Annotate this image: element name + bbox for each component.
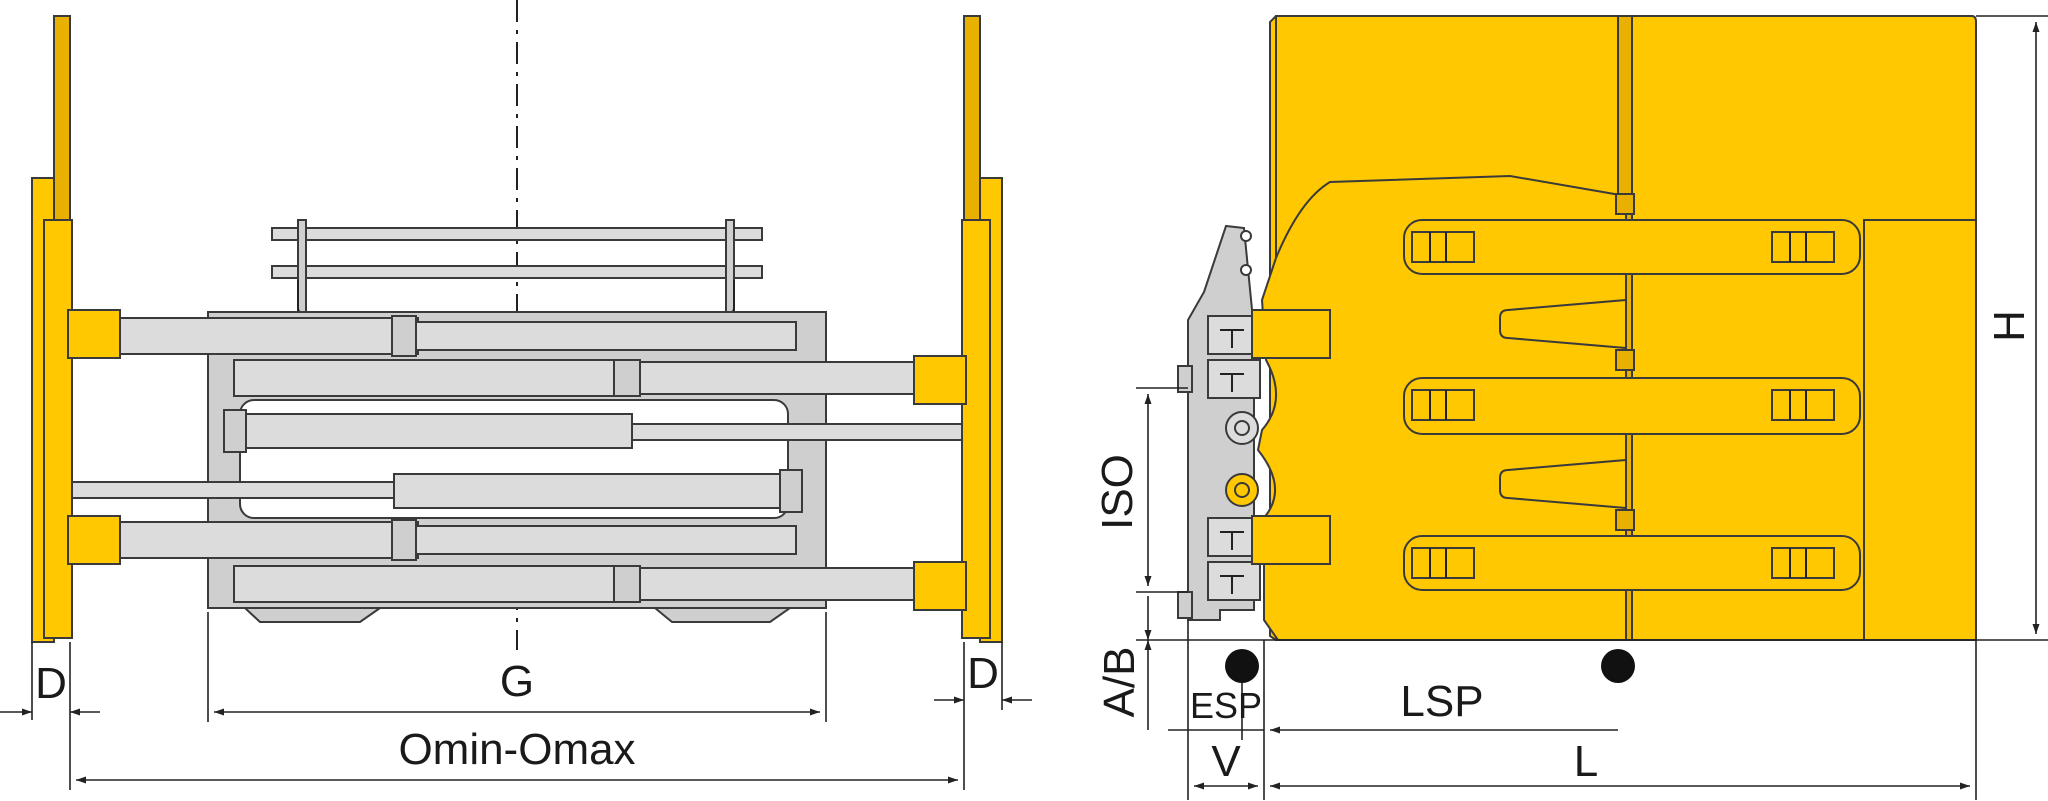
front-view: D D G Omin-Omax (0, 0, 1032, 790)
dimension-v: V (1187, 620, 1265, 800)
label-omin-omax: Omin-Omax (398, 725, 635, 774)
dimension-d-left: D (0, 642, 100, 720)
left-clamp-arm (31, 15, 121, 643)
label-d-left: D (35, 659, 67, 708)
label-esp: ESP (1190, 685, 1262, 726)
label-g: G (500, 657, 534, 706)
dimension-iso: ISO (1093, 387, 1188, 593)
cylinders-right (223, 359, 963, 603)
dimension-h: H (1976, 15, 2048, 641)
label-lsp: LSP (1400, 677, 1483, 726)
dimension-g: G (207, 612, 827, 722)
cylinders-left (67, 315, 803, 561)
label-d-right: D (967, 649, 999, 698)
label-v: V (1211, 737, 1241, 786)
reference-dot-lsp (1601, 649, 1635, 683)
right-clamp-arm (913, 15, 1003, 643)
reference-dot-esp (1225, 649, 1259, 683)
dimension-l: L (1270, 640, 1977, 800)
side-view: ISO A/B ESP V LSP (1093, 15, 2048, 800)
label-iso: ISO (1093, 454, 1142, 530)
pivot-bolts (1225, 411, 1259, 507)
side-clamp-arm (1251, 15, 1977, 641)
dimension-d-right: D (934, 642, 1032, 710)
dimension-lsp: LSP (1270, 677, 1618, 734)
label-ab: A/B (1095, 647, 1144, 718)
dimension-omin-omax: Omin-Omax (69, 710, 965, 790)
dimension-ab: A/B (1095, 596, 1976, 730)
label-l: L (1574, 737, 1598, 786)
label-h: H (1985, 310, 2034, 342)
dimension-esp: ESP (1168, 683, 1264, 740)
